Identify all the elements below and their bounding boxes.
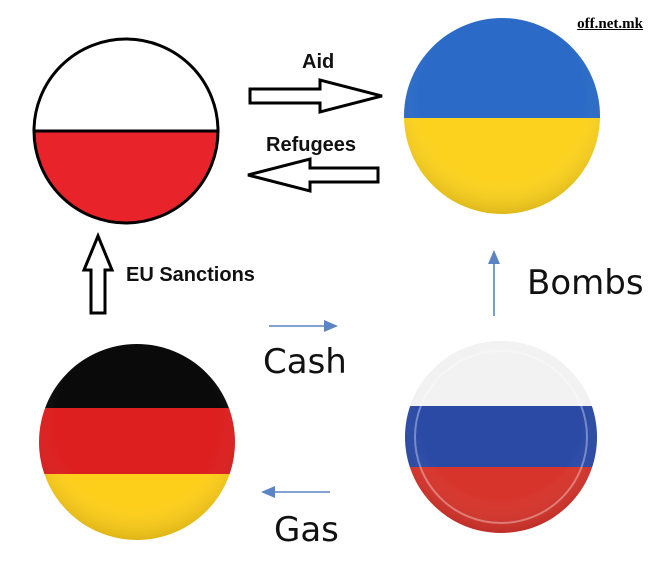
watermark: off.net.mk: [577, 16, 643, 32]
refugees-arrow: [247, 157, 380, 193]
bombs-arrow: [488, 250, 500, 316]
flag-russia: [405, 341, 597, 533]
flag-germany: [39, 344, 235, 540]
eu-sanctions-arrow: [81, 232, 115, 315]
flag-ukraine: [404, 18, 600, 214]
aid-label: Aid: [302, 51, 335, 73]
refugees-label: Refugees: [266, 134, 357, 156]
eu-sanctions-label: EU Sanctions: [126, 264, 255, 286]
cash-arrow: [269, 320, 338, 332]
flag-poland: [34, 39, 218, 223]
flag-poland-outline: [32, 37, 220, 225]
gas-label: Gas: [274, 510, 339, 550]
aid-arrow: [248, 78, 383, 114]
bombs-label: Bombs: [527, 263, 644, 303]
cash-label: Cash: [263, 342, 347, 382]
gas-arrow: [261, 486, 330, 498]
